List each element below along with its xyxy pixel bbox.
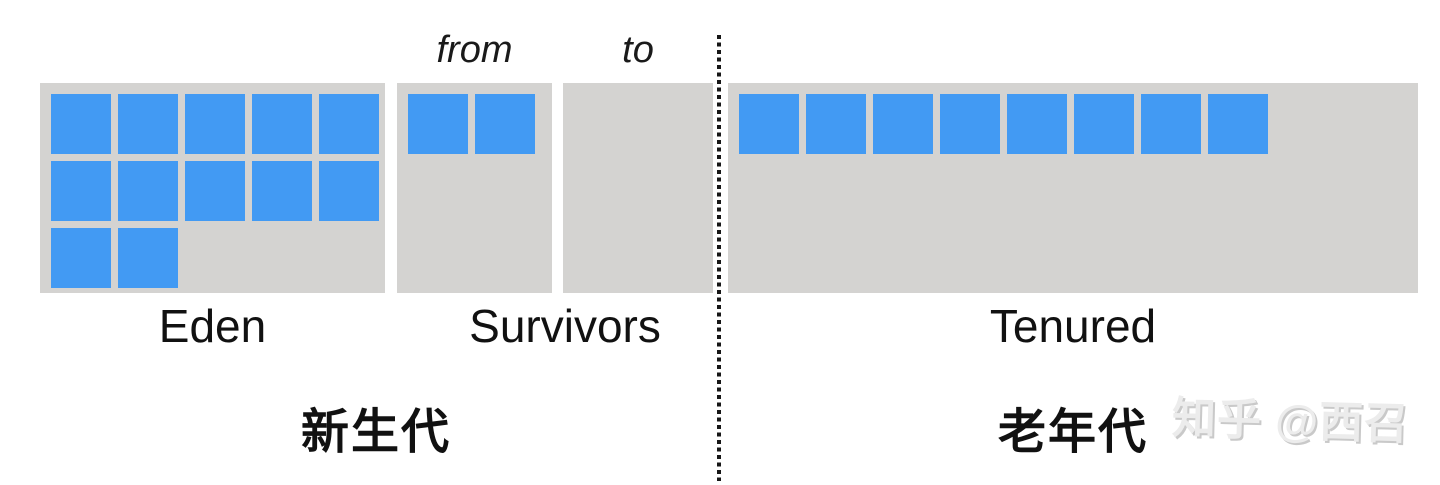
memory-block	[475, 94, 535, 154]
eden-blocks	[40, 83, 385, 299]
memory-block	[252, 161, 312, 221]
eden-block-row	[51, 228, 374, 288]
memory-block	[51, 228, 111, 288]
memory-block	[51, 161, 111, 221]
survivor-from-block-row	[408, 94, 541, 154]
tenured-label: Tenured	[989, 300, 1157, 352]
memory-block	[319, 161, 379, 221]
old-generation-label: 老年代	[997, 406, 1148, 459]
memory-block	[118, 228, 178, 288]
memory-block	[806, 94, 866, 154]
memory-block	[408, 94, 468, 154]
survivor-to-region	[563, 83, 713, 293]
generation-divider-dotted-line	[717, 35, 721, 481]
tenured-block-row	[739, 94, 1407, 154]
memory-block	[51, 94, 111, 154]
memory-block	[319, 94, 379, 154]
memory-block	[185, 161, 245, 221]
survivor-from-region	[397, 83, 552, 293]
eden-block-row	[51, 94, 379, 154]
memory-block	[252, 94, 312, 154]
memory-block	[118, 161, 178, 221]
memory-block	[185, 94, 245, 154]
survivor-to-label: to	[622, 29, 654, 71]
survivor-from-label: from	[436, 29, 513, 71]
eden-block-row	[51, 161, 379, 221]
memory-block	[1208, 94, 1268, 154]
memory-block	[739, 94, 799, 154]
tenured-blocks	[728, 83, 1418, 165]
eden-region	[40, 83, 385, 293]
tenured-region	[728, 83, 1418, 293]
memory-block	[1074, 94, 1134, 154]
memory-block	[118, 94, 178, 154]
memory-block	[873, 94, 933, 154]
eden-label: Eden	[158, 300, 267, 352]
survivor-to-blocks	[563, 83, 713, 105]
watermark: 知乎 @西召	[1171, 393, 1410, 450]
survivor-from-blocks	[397, 83, 552, 165]
young-generation-label: 新生代	[300, 406, 451, 459]
survivors-label: Survivors	[469, 300, 661, 352]
memory-block	[1141, 94, 1201, 154]
memory-block	[940, 94, 1000, 154]
memory-block	[1007, 94, 1067, 154]
